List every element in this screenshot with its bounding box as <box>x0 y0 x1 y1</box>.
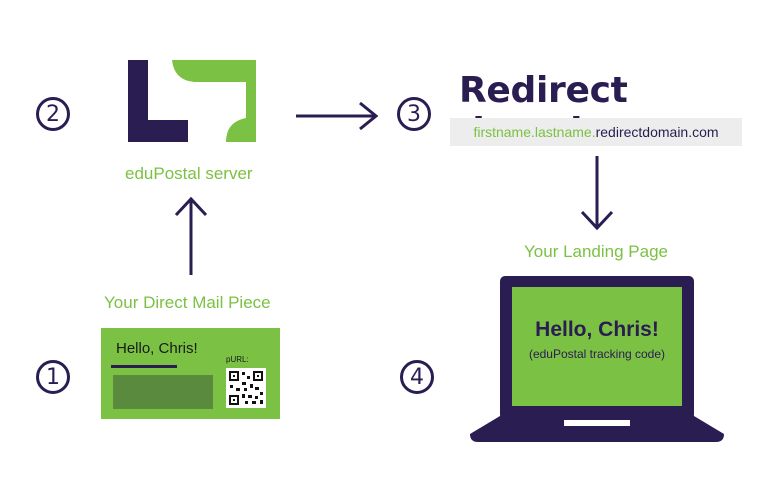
mail-label: Your Direct Mail Piece <box>104 293 271 312</box>
mail-greeting: Hello, Chris! <box>116 340 198 357</box>
url-tld: .com <box>688 124 719 140</box>
url-domain: redirectdomain <box>595 124 689 140</box>
mail-purl-label: pURL: <box>226 355 249 364</box>
edupostal-logo-icon <box>128 60 256 142</box>
server-label: eduPostal server <box>125 164 253 183</box>
arrow-down-icon <box>580 156 614 231</box>
mail-address-block <box>113 375 213 409</box>
mail-underline <box>111 365 177 368</box>
landing-note: (eduPostal tracking code) <box>528 347 666 361</box>
arrow-up-icon <box>174 196 208 275</box>
step-3-badge: 3 <box>397 97 431 131</box>
redirect-url: firstname.lastname.redirectdomain.com <box>450 118 742 146</box>
step-2-badge: 2 <box>36 97 70 131</box>
laptop-icon <box>470 276 724 442</box>
step-1-badge: 1 <box>36 360 70 394</box>
url-subdomain: firstname.lastname. <box>473 124 596 140</box>
mail-piece: Hello, Chris! pURL: <box>101 328 280 419</box>
landing-greeting: Hello, Chris! <box>535 318 659 341</box>
landing-label: Your Landing Page <box>524 242 669 261</box>
step-4-badge: 4 <box>400 360 434 394</box>
arrow-right-icon <box>296 101 379 131</box>
qr-code-icon <box>226 368 266 408</box>
